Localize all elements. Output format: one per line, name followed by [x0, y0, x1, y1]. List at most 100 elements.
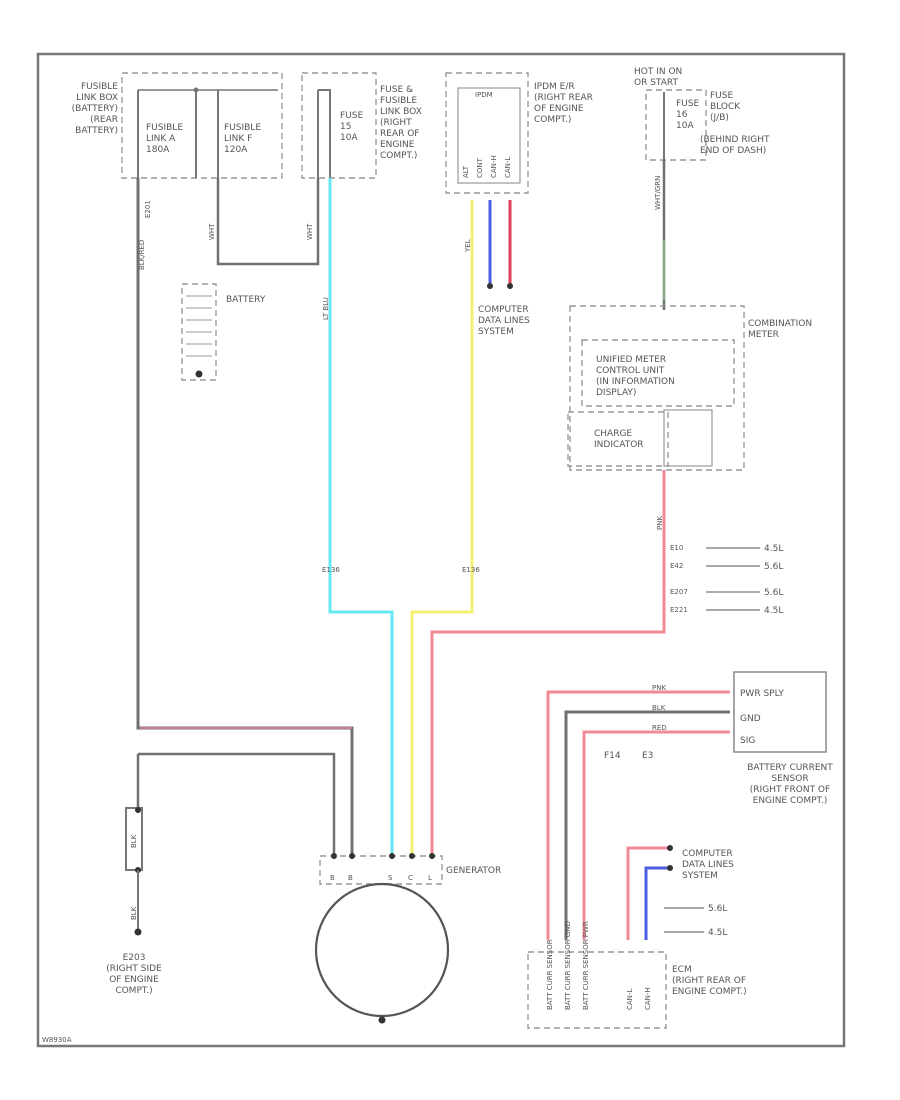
svg-text:F14: F14 — [604, 751, 621, 761]
svg-text:OF ENGINE: OF ENGINE — [109, 975, 159, 985]
svg-text:METER: METER — [748, 330, 779, 340]
svg-text:FUSE: FUSE — [676, 99, 699, 109]
svg-text:LT BLU: LT BLU — [322, 297, 330, 320]
svg-text:180A: 180A — [146, 145, 170, 155]
svg-text:FUSIBLE: FUSIBLE — [224, 123, 261, 133]
svg-text:BATTERY: BATTERY — [226, 295, 266, 305]
connector-markers: E136 E136 E10 E42 E207 E221 4.5L 5.6L 5.… — [322, 544, 783, 616]
svg-text:SIG: SIG — [740, 736, 755, 746]
diagram-border — [36, 52, 846, 1048]
svg-text:4.5L: 4.5L — [764, 606, 783, 616]
svg-text:RED: RED — [652, 724, 667, 732]
svg-text:ENGINE COMPT.): ENGINE COMPT.) — [753, 796, 828, 806]
svg-text:FUSE &: FUSE & — [380, 85, 413, 95]
svg-text:(IN INFORMATION: (IN INFORMATION — [596, 377, 675, 387]
svg-text:(RIGHT SIDE: (RIGHT SIDE — [106, 964, 162, 974]
svg-text:BLK: BLK — [652, 704, 666, 712]
wire-pnk — [430, 470, 666, 856]
svg-text:UNIFIED METER: UNIFIED METER — [596, 355, 666, 365]
svg-text:E207: E207 — [670, 588, 688, 596]
svg-text:END OF DASH): END OF DASH) — [700, 146, 766, 156]
svg-text:BATT CURR SENSOR PWR: BATT CURR SENSOR PWR — [582, 921, 590, 1010]
svg-text:E136: E136 — [462, 566, 480, 574]
ipdm-er: IPDM ALT CONT CAN-H CAN-L IPDM E/R (RIGH… — [445, 72, 593, 194]
svg-text:HOT IN ON: HOT IN ON — [634, 67, 682, 77]
svg-text:(BEHIND RIGHT: (BEHIND RIGHT — [700, 135, 770, 145]
svg-text:E201: E201 — [144, 200, 152, 218]
svg-text:REAR OF: REAR OF — [380, 129, 419, 139]
svg-text:SYSTEM: SYSTEM — [682, 871, 718, 881]
svg-text:E10: E10 — [670, 544, 683, 552]
svg-text:CONTROL UNIT: CONTROL UNIT — [596, 366, 665, 376]
svg-text:E221: E221 — [670, 606, 688, 614]
svg-text:5.6L: 5.6L — [708, 904, 727, 914]
svg-text:FUSIBLE: FUSIBLE — [380, 96, 417, 106]
fuse-block-jb: HOT IN ON OR START FUSE 16 10A FUSE BLOC… — [634, 67, 770, 161]
svg-text:SENSOR: SENSOR — [771, 774, 808, 784]
svg-text:COMPT.): COMPT.) — [534, 115, 571, 125]
svg-text:C: C — [408, 874, 413, 882]
wire-blk-gen — [138, 752, 336, 856]
svg-text:5.6L: 5.6L — [764, 562, 783, 572]
svg-text:GND: GND — [740, 714, 761, 724]
svg-text:CHARGE: CHARGE — [594, 429, 632, 439]
svg-text:LINK BOX: LINK BOX — [380, 107, 422, 117]
svg-text:16: 16 — [676, 110, 688, 120]
svg-text:COMBINATION: COMBINATION — [748, 319, 812, 329]
svg-text:ALT: ALT — [462, 165, 470, 178]
svg-text:SYSTEM: SYSTEM — [478, 327, 514, 337]
svg-text:E136: E136 — [322, 566, 340, 574]
svg-text:OF ENGINE: OF ENGINE — [534, 104, 584, 114]
svg-text:(RIGHT FRONT OF: (RIGHT FRONT OF — [750, 785, 830, 795]
svg-text:E42: E42 — [670, 562, 683, 570]
svg-text:BATTERY): BATTERY) — [75, 126, 118, 136]
svg-text:PNK: PNK — [656, 516, 664, 530]
svg-text:(REAR: (REAR — [90, 115, 118, 125]
svg-text:(BATTERY): (BATTERY) — [72, 104, 118, 114]
svg-text:WHT/GRN: WHT/GRN — [654, 176, 662, 210]
footer-code: W8930A — [42, 1036, 72, 1044]
svg-text:E3: E3 — [642, 751, 653, 761]
svg-text:(J/B): (J/B) — [710, 113, 729, 123]
svg-text:DATA LINES: DATA LINES — [478, 316, 530, 326]
svg-text:COMPUTER: COMPUTER — [682, 849, 733, 859]
svg-text:PNK: PNK — [652, 684, 666, 692]
wire-yel — [410, 200, 474, 856]
svg-text:WHT: WHT — [208, 223, 216, 240]
ecm: BATT CURR SENSOR BATT CURR SENSOR GND BA… — [527, 921, 747, 1029]
wire-sensor-sig — [582, 730, 730, 940]
svg-text:PWR SPLY: PWR SPLY — [740, 689, 784, 699]
svg-text:DATA LINES: DATA LINES — [682, 860, 734, 870]
svg-text:CONT: CONT — [476, 157, 484, 178]
svg-text:LINK F: LINK F — [224, 134, 252, 144]
svg-text:15: 15 — [340, 122, 351, 132]
svg-text:INDICATOR: INDICATOR — [594, 440, 644, 450]
svg-text:BLOCK: BLOCK — [710, 102, 741, 112]
svg-text:BLK: BLK — [130, 906, 138, 920]
svg-text:FUSIBLE: FUSIBLE — [81, 82, 118, 92]
ground-e203: E203 (RIGHT SIDE OF ENGINE COMPT.) — [106, 953, 162, 996]
svg-text:DISPLAY): DISPLAY) — [596, 388, 636, 398]
svg-text:FUSE: FUSE — [710, 91, 733, 101]
svg-text:BATTERY CURRENT: BATTERY CURRENT — [747, 763, 833, 773]
svg-text:BLK/RED: BLK/RED — [138, 240, 146, 270]
svg-text:CAN-H: CAN-H — [490, 155, 498, 178]
svg-text:FUSIBLE: FUSIBLE — [146, 123, 183, 133]
svg-text:OR START: OR START — [634, 78, 678, 88]
battery-current-sensor: PWR SPLY GND SIG BATTERY CURRENT SENSOR … — [604, 671, 833, 806]
svg-text:GENERATOR: GENERATOR — [446, 866, 501, 876]
svg-text:CAN-L: CAN-L — [626, 989, 634, 1010]
svg-text:COMPT.): COMPT.) — [380, 151, 417, 161]
svg-text:B: B — [348, 874, 353, 882]
svg-text:E203: E203 — [123, 953, 146, 963]
svg-text:CAN-H: CAN-H — [644, 987, 652, 1010]
svg-text:COMPUTER: COMPUTER — [478, 305, 529, 315]
svg-text:BATT CURR SENSOR: BATT CURR SENSOR — [546, 939, 554, 1010]
fusible-link-box: FUSIBLE LINK BOX (BATTERY) (REAR BATTERY… — [72, 72, 283, 179]
svg-text:CAN-L: CAN-L — [504, 157, 512, 178]
wire-sensor-pwr — [546, 690, 730, 940]
svg-text:10A: 10A — [676, 121, 694, 131]
svg-text:ECM: ECM — [672, 965, 692, 975]
wire-lt-blu — [328, 178, 394, 856]
